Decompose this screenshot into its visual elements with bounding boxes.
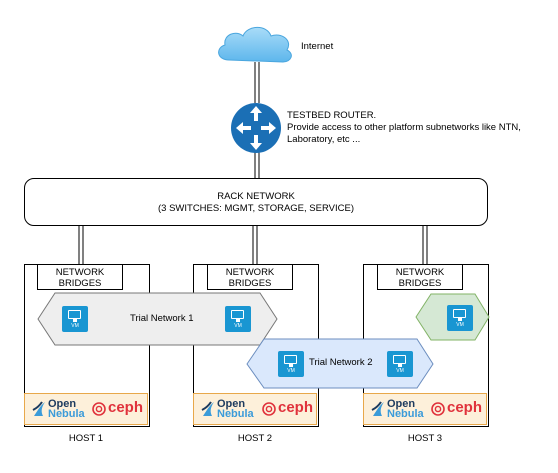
opennebula-logo xyxy=(201,401,214,416)
trial-network-1-label: Trial Network 1 xyxy=(130,313,194,324)
host-3-software xyxy=(363,393,487,425)
opennebula-logo xyxy=(371,401,384,416)
network-bridges-host-3: NETWORK BRIDGES xyxy=(377,264,463,290)
opennebula-logo xyxy=(32,401,45,416)
vm-label: VM xyxy=(71,323,79,329)
router-icon xyxy=(231,103,281,153)
opennebula-open: Open xyxy=(387,398,416,410)
host-2-software xyxy=(193,393,317,425)
bridge-label-line2: BRIDGES xyxy=(228,278,272,289)
host-1-software xyxy=(24,393,148,425)
rack-network-switches: (3 SWITCHES: MGMT, STORAGE, SERVICE) xyxy=(157,203,354,214)
vm-icon: VM xyxy=(447,305,473,331)
vm-label: VM xyxy=(456,322,464,328)
router-title: TESTBED ROUTER. xyxy=(287,110,377,121)
vm-icon: VM xyxy=(387,351,413,377)
vm-label: VM xyxy=(396,368,404,374)
host-3-label: HOST 3 xyxy=(407,433,443,444)
bridge-label-line1: NETWORK xyxy=(395,267,445,278)
opennebula-nebula: Nebula xyxy=(48,408,85,420)
router-description-line2: Laboratory, etc ... xyxy=(287,134,361,145)
opennebula-wordmark: Open Nebula xyxy=(387,398,424,420)
rack-network: RACK NETWORK (3 SWITCHES: MGMT, STORAGE,… xyxy=(24,178,488,226)
bridge-label-line1: NETWORK xyxy=(225,267,275,278)
ceph-logo xyxy=(92,402,106,416)
ceph-wordmark: ceph xyxy=(447,399,483,416)
host-2-label: HOST 2 xyxy=(237,433,273,444)
rack-network-title: RACK NETWORK xyxy=(217,191,295,202)
ceph-logo xyxy=(431,402,445,416)
host-1-label: HOST 1 xyxy=(68,433,104,444)
cloud-icon xyxy=(218,26,292,63)
vm-label: VM xyxy=(287,368,295,374)
vm-icon: VM xyxy=(225,306,251,332)
ceph-logo xyxy=(262,402,276,416)
opennebula-open: Open xyxy=(217,398,246,410)
trial-network-1-shape xyxy=(37,292,278,346)
ceph-wordmark: ceph xyxy=(108,399,144,416)
network-bridges-host-2: NETWORK BRIDGES xyxy=(207,264,293,290)
bridge-label-line2: BRIDGES xyxy=(398,278,442,289)
router-description-line1: Provide access to other platform subnetw… xyxy=(287,122,521,133)
opennebula-open: Open xyxy=(48,398,77,410)
opennebula-wordmark: Open Nebula xyxy=(217,398,254,420)
internet-label: Internet xyxy=(301,41,334,52)
network-bridges-host-1: NETWORK BRIDGES xyxy=(37,264,123,290)
opennebula-wordmark: Open Nebula xyxy=(48,398,85,420)
trial-network-2-label: Trial Network 2 xyxy=(309,357,373,368)
vm-label: VM xyxy=(234,323,242,329)
vm-icon: VM xyxy=(62,306,88,332)
bridge-label-line2: BRIDGES xyxy=(58,278,102,289)
opennebula-nebula: Nebula xyxy=(217,408,254,420)
opennebula-nebula: Nebula xyxy=(387,408,424,420)
ceph-wordmark: ceph xyxy=(278,399,314,416)
bridge-label-line1: NETWORK xyxy=(55,267,105,278)
vm-icon: VM xyxy=(278,351,304,377)
